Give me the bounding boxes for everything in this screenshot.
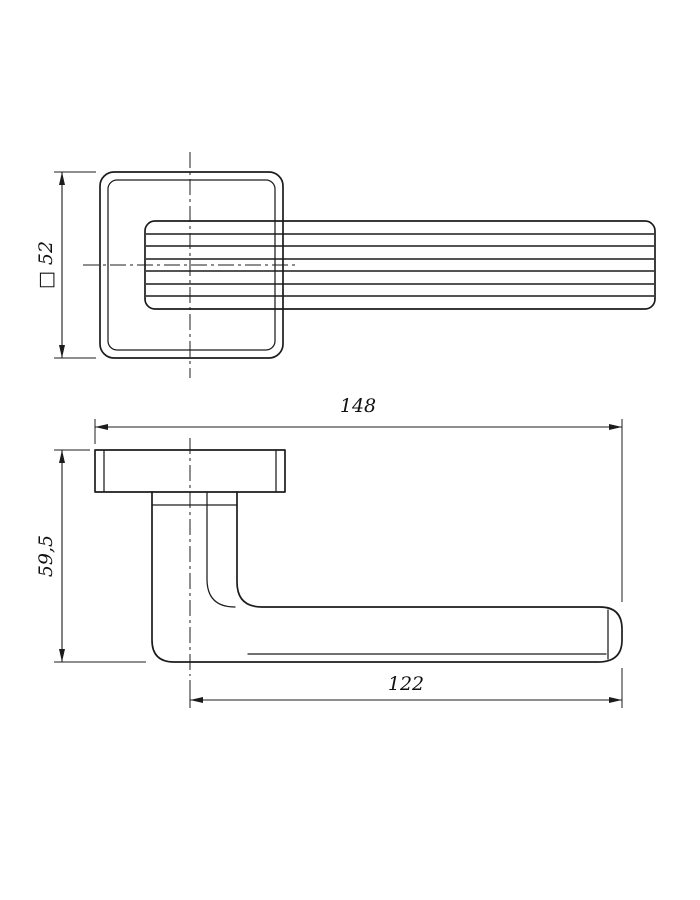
handle-profile-outline [151,491,623,663]
dimension-height: 59,5 [35,449,146,663]
rosette-side-outline [94,449,286,493]
side-view: 148 59,5 122 [35,395,623,708]
dimension-label-lever-length: 122 [388,673,424,695]
lever-grooves [146,233,654,297]
front-view: □ 52 [35,152,656,378]
rosette-outer-outline [99,171,284,359]
dimension-overall-length: 148 [94,395,623,602]
dimension-rosette-size: □ 52 [35,171,96,359]
dimension-lever-length: 122 [189,668,623,708]
dimension-label-height: 59,5 [35,535,57,577]
lever-bar-outline [144,220,656,310]
rosette-inner-outline [107,179,276,351]
dimension-label-rosette: □ 52 [35,241,57,289]
dimension-label-overall-length: 148 [340,395,376,417]
neck-bend-inner-line [206,491,236,608]
